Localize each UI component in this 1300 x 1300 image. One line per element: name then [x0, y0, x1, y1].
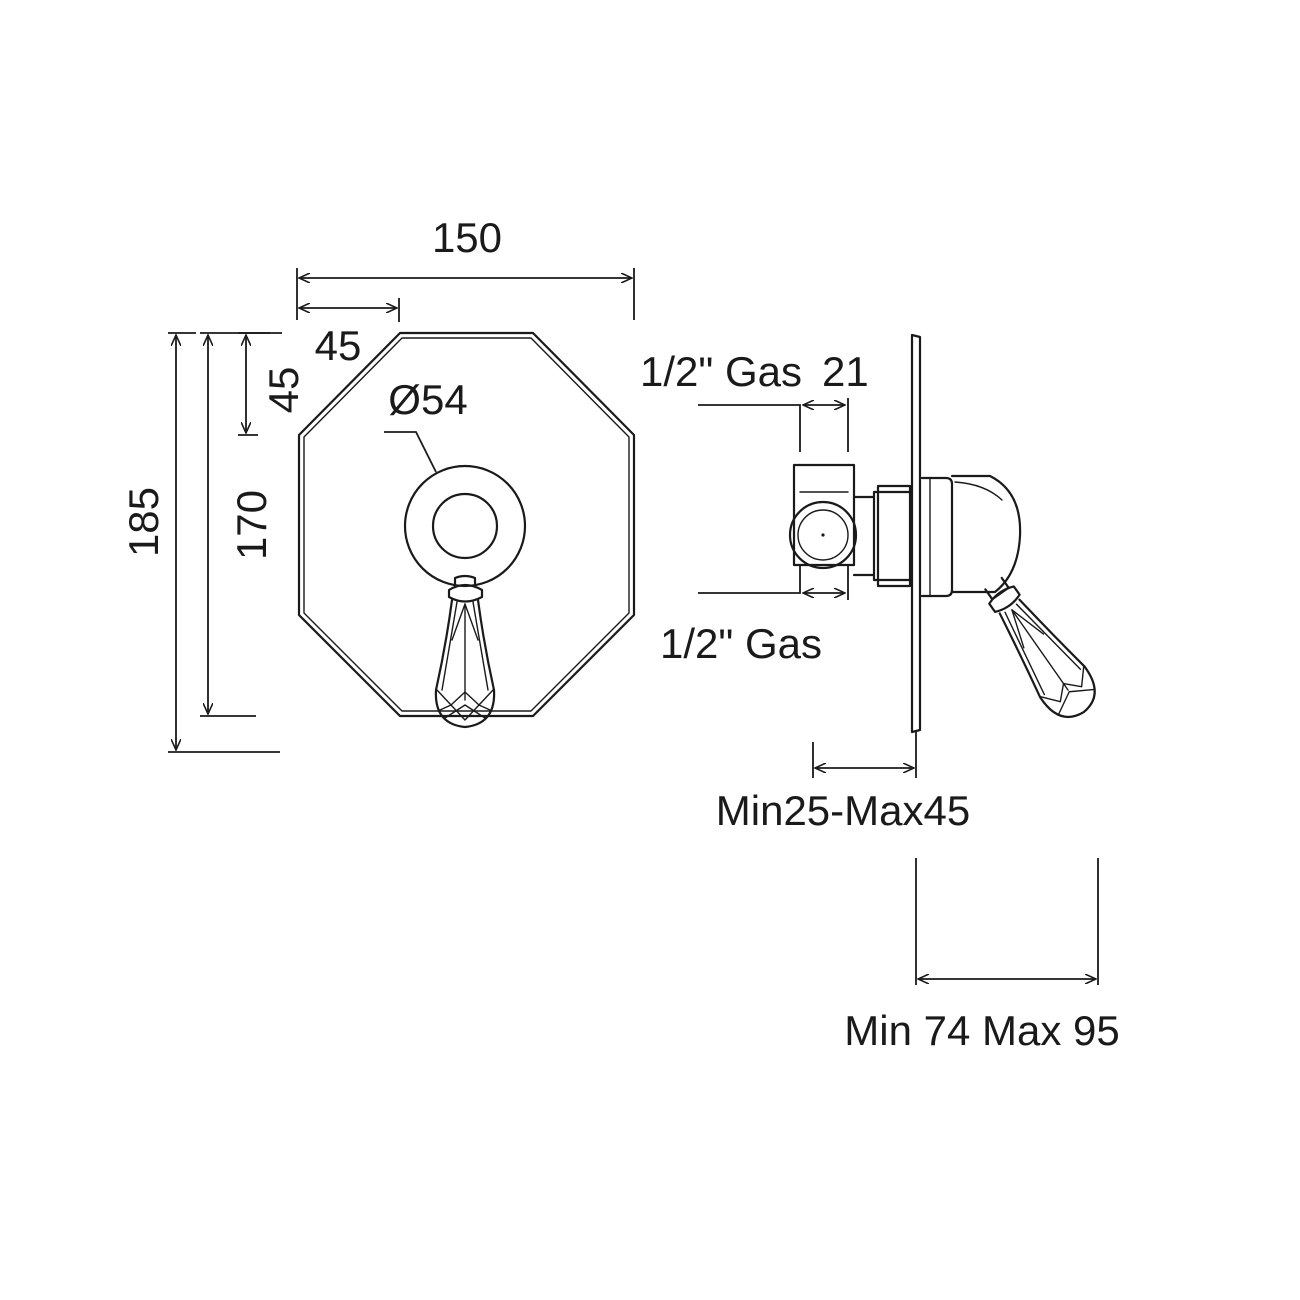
octagon-plate: [297, 331, 636, 718]
dim-label-gas-top-value: 21: [822, 348, 869, 395]
octagon-plate-inner-edge: [303, 337, 630, 712]
diameter-leader: [384, 431, 437, 473]
handle-rosette: [403, 464, 527, 588]
dim-height-170: [200, 332, 270, 717]
side-spindle-ring: [788, 500, 858, 570]
dim-label-gas-top: 1/2" Gas: [640, 348, 802, 395]
handle-hub: [950, 474, 1022, 594]
front-view: [297, 331, 636, 729]
dim-label-height-outer: 185: [120, 487, 167, 557]
dim-depth-range: [915, 858, 1099, 985]
dim-label-offset-top: 45: [315, 322, 362, 369]
cartridge-collar: [852, 490, 914, 582]
dim-label-depth-range: Min 74 Max 95: [844, 1007, 1119, 1054]
dim-width-150: [296, 268, 635, 320]
dim-offset-top: [299, 298, 400, 322]
dim-label-gas-bottom: 1/2" Gas: [660, 620, 822, 667]
dim-wall-range: [812, 732, 917, 778]
spindle-hole: [431, 492, 499, 560]
side-lever-handle: [984, 576, 1096, 718]
dim-label-height-inner: 170: [228, 490, 275, 560]
dim-label-wall-range: Min25-Max45: [716, 787, 970, 834]
pipe-top: [698, 404, 801, 452]
side-view: [698, 333, 1096, 734]
dim-label-diameter: Ø54: [388, 376, 467, 423]
dim-label-offset-side: 45: [260, 367, 307, 414]
dim-label-width: 150: [432, 214, 502, 261]
dim-height-185: [168, 332, 280, 753]
front-lever-handle: [434, 574, 496, 729]
valve-body: [792, 463, 856, 567]
side-wall-plate: [910, 333, 922, 734]
pipe-bottom: [698, 565, 801, 594]
